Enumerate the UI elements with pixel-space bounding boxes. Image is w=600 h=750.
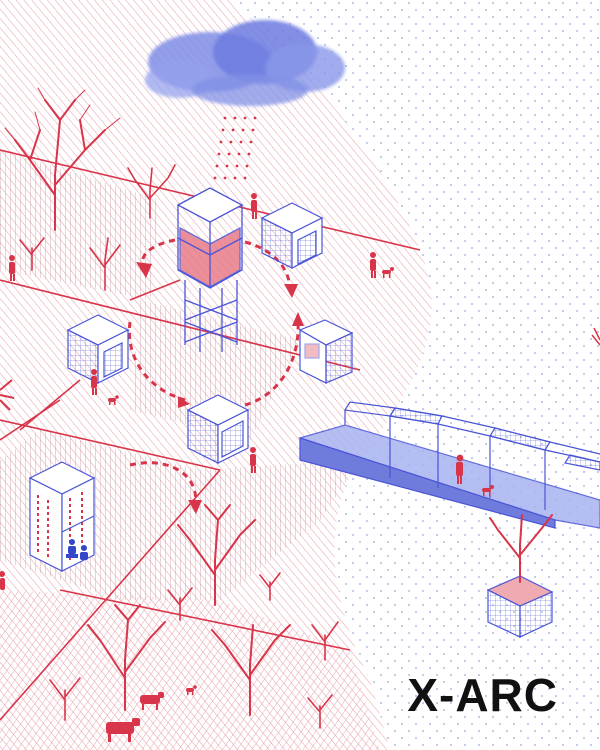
cabin-1 <box>260 202 324 269</box>
person <box>250 447 256 473</box>
tree <box>87 604 166 711</box>
brand-logo-text: X-ARC <box>407 669 558 721</box>
elevated-walkway <box>297 401 600 529</box>
cow <box>106 718 140 742</box>
tree <box>167 587 193 621</box>
tree-planter-box <box>486 575 554 638</box>
person <box>0 571 5 590</box>
tree <box>307 694 333 729</box>
tree <box>489 514 553 583</box>
parcel-vertical-hatch-2 <box>130 300 300 440</box>
trees <box>4 87 553 729</box>
person <box>251 193 257 219</box>
parcel-vertical-hatch-1 <box>0 150 160 300</box>
tree <box>311 621 339 661</box>
tree <box>211 624 291 716</box>
cow <box>140 692 164 710</box>
rain-drops <box>213 116 257 180</box>
red-burst-marker <box>0 379 15 411</box>
rain-cloud <box>145 20 345 106</box>
seated-people <box>66 539 88 560</box>
parcel-vertical-hatch-4 <box>120 460 360 600</box>
person <box>456 454 464 484</box>
tree <box>127 164 176 219</box>
tree <box>259 572 281 601</box>
tree <box>177 504 256 606</box>
cabin-3 <box>298 319 354 384</box>
tree <box>49 677 81 721</box>
water-tower <box>176 187 244 352</box>
dog <box>108 395 119 405</box>
tree <box>19 237 45 271</box>
dogs <box>108 267 494 695</box>
edge-tree-partial <box>591 327 600 346</box>
dog <box>482 485 494 496</box>
tree <box>4 87 121 231</box>
cabin-4 <box>186 394 250 464</box>
person <box>9 255 15 281</box>
tree <box>89 237 121 291</box>
dog <box>186 685 197 695</box>
people <box>0 193 464 590</box>
cows <box>106 692 164 742</box>
dog <box>382 267 394 278</box>
person <box>370 252 376 278</box>
person <box>91 369 97 395</box>
cabin-2 <box>66 314 130 384</box>
